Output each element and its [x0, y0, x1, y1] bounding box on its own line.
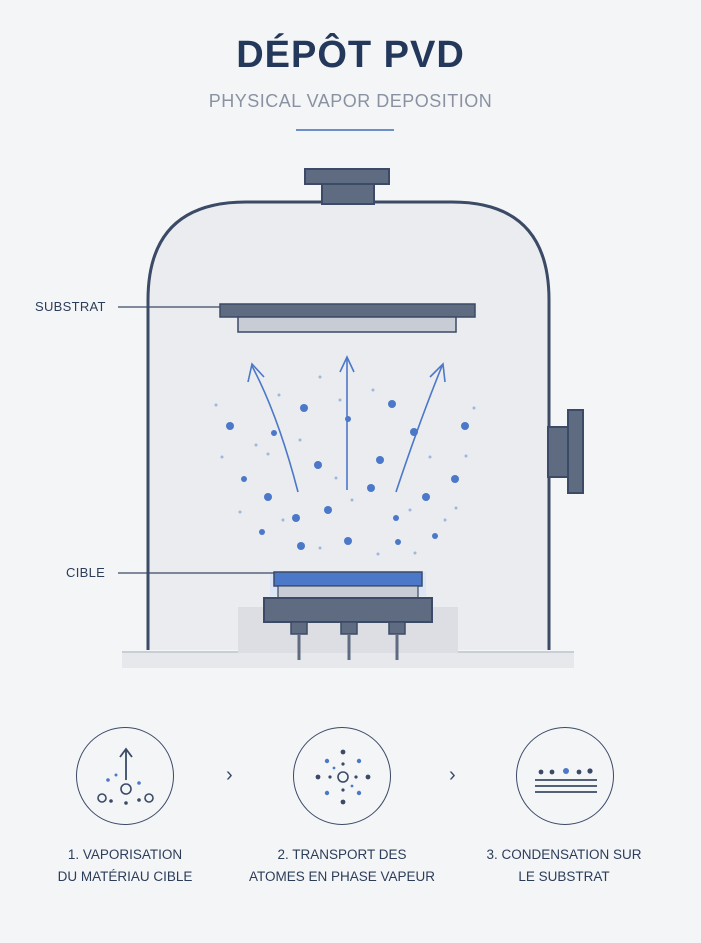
step-1-vaporisation-icon [76, 727, 174, 825]
step-1-caption-line1: 1. VAPORISATION [67, 847, 183, 862]
target-plate [273, 571, 423, 587]
substrate-plate [237, 316, 457, 333]
substrate-label: SUBSTRAT [35, 299, 106, 314]
step-3-condensation-icon [516, 727, 614, 825]
top-knob-stem [321, 181, 375, 205]
page-title: DÉPÔT PVD [236, 34, 465, 76]
vapor-arrowheads [247, 355, 446, 383]
substrate-holder [219, 303, 476, 318]
step-2-caption-line2: ATOMES EN PHASE VAPEUR [248, 869, 436, 884]
side-port-flange [567, 409, 584, 494]
step-3-caption-line2: LE SUBSTRAT [518, 869, 610, 884]
step-3-caption: 3. CONDENSATION SUR LE SUBSTRAT [464, 844, 664, 888]
step-1-caption: 1. VAPORISATION DU MATÉRIAU CIBLE [25, 844, 225, 888]
pvd-chamber-diagram [118, 168, 584, 668]
title-divider [296, 129, 394, 131]
pedestal-legs [290, 621, 406, 635]
step-separator-2: › [449, 764, 456, 786]
vapor-flow-arrows [251, 358, 443, 493]
target-label: CIBLE [66, 565, 106, 580]
top-knob-cap [304, 168, 390, 185]
step-2-transport-icon [293, 727, 391, 825]
step-1-caption-line2: DU MATÉRIAU CIBLE [57, 869, 193, 884]
step-2-caption: 2. TRANSPORT DES ATOMES EN PHASE VAPEUR [242, 844, 442, 888]
step-2-caption-line1: 2. TRANSPORT DES [277, 847, 407, 862]
step-separator-1: › [226, 764, 233, 786]
step-3-caption-line1: 3. CONDENSATION SUR [486, 847, 642, 862]
page-subtitle: PHYSICAL VAPOR DEPOSITION [208, 91, 493, 111]
vapor-particles [226, 400, 469, 550]
magnetron-block [263, 597, 433, 623]
pedestal-pins [297, 634, 399, 660]
vapor-particles-faint [214, 375, 476, 556]
target-base [277, 585, 419, 599]
side-port-tube [547, 426, 571, 478]
